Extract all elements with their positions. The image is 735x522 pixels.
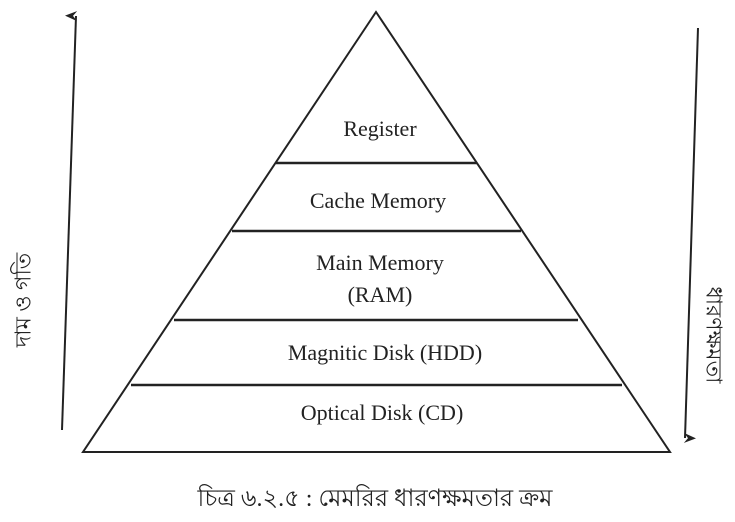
down-arrow: [683, 27, 699, 443]
level-register: Register: [343, 116, 417, 141]
level-magnetic-disk: Magnitic Disk (HDD): [287, 340, 483, 365]
level-cache-memory: Cache Memory: [309, 188, 447, 213]
level-main-memory-ram: (RAM): [347, 282, 413, 307]
pyramid-outline: [81, 10, 672, 453]
left-axis-label: দাম ও গতি: [10, 252, 36, 348]
level-main-memory: Main Memory: [316, 250, 444, 275]
up-arrow: [61, 11, 78, 431]
figure-caption: চিত্র ৬.২.৫ : মেমরির ধারণক্ষমতার ক্রম: [197, 486, 553, 512]
right-axis-label: ধারণক্ষমতা: [701, 286, 727, 384]
level-optical-disk: Optical Disk (CD): [300, 400, 464, 425]
